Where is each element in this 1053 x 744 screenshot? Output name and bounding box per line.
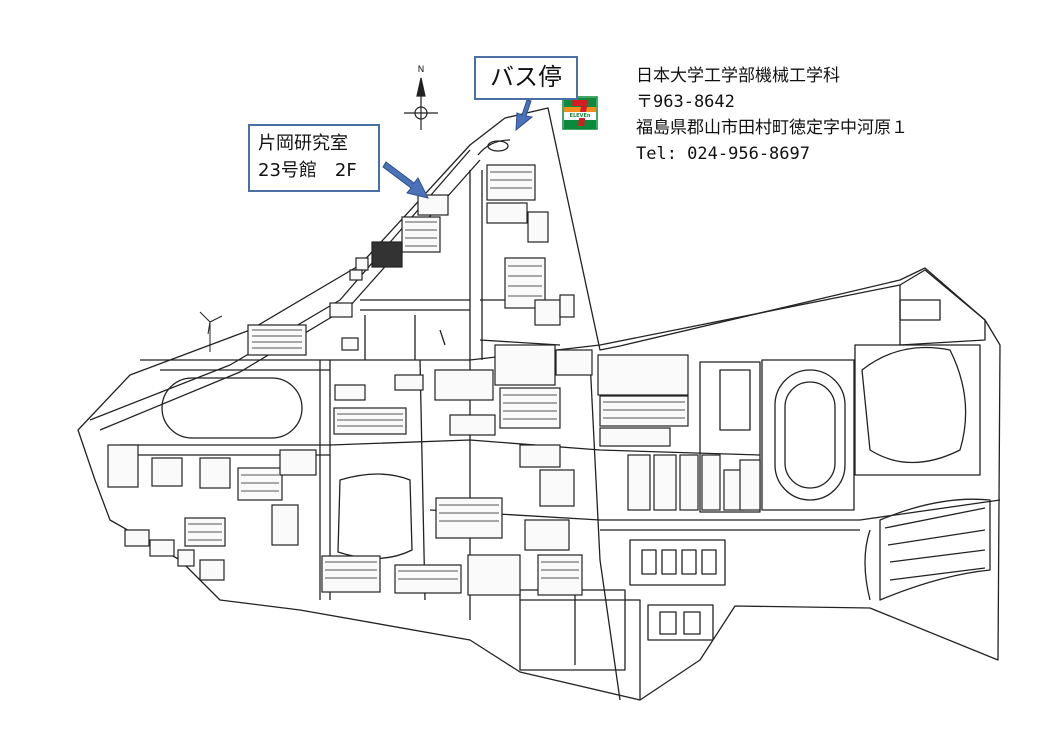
road-cross-1 — [140, 284, 901, 361]
west-field — [161, 377, 303, 439]
lab-name: 片岡研究室 — [258, 133, 348, 154]
athletics-track — [774, 369, 846, 501]
bus-stop-callout: バス停 — [474, 56, 578, 100]
nw-hall — [247, 324, 307, 356]
department-name: 日本大学工学部機械工学科 — [636, 66, 840, 86]
baseball-field — [861, 346, 967, 464]
tennis-courts — [629, 539, 726, 586]
telephone: Tel: 024-956-8697 — [636, 144, 810, 164]
lab-arrow — [382, 161, 429, 199]
seven-eleven-logo-icon: ELEVEn — [562, 96, 598, 130]
central-field — [337, 473, 413, 560]
street-address: 福島県郡山市田村町徳定字中河原１ — [636, 118, 908, 138]
lab-building: 23号館 2F — [258, 160, 357, 181]
buildings — [107, 164, 761, 596]
campus-boundary — [77, 107, 1001, 701]
seven-eleven-logo-text: ELEVEn — [570, 113, 591, 119]
bus-stop-arrow — [515, 99, 534, 132]
round-hall — [107, 444, 139, 488]
compass-rose: N — [404, 65, 438, 130]
wind-turbine-icon — [199, 311, 223, 352]
compass-north-label: N — [418, 65, 425, 75]
address-block: 日本大学工学部機械工学科 〒963-8642 福島県郡山市田村町徳定字中河原１ … — [636, 63, 1036, 167]
north-tower-1 — [486, 164, 536, 201]
stadium — [879, 498, 991, 601]
road-cross-3 — [429, 499, 1001, 521]
lab-location-callout: 片岡研究室 23号館 2F — [248, 124, 380, 192]
road-cross-2 — [120, 439, 761, 456]
road-east — [589, 359, 621, 701]
postal-code: 〒963-8642 — [636, 92, 735, 112]
